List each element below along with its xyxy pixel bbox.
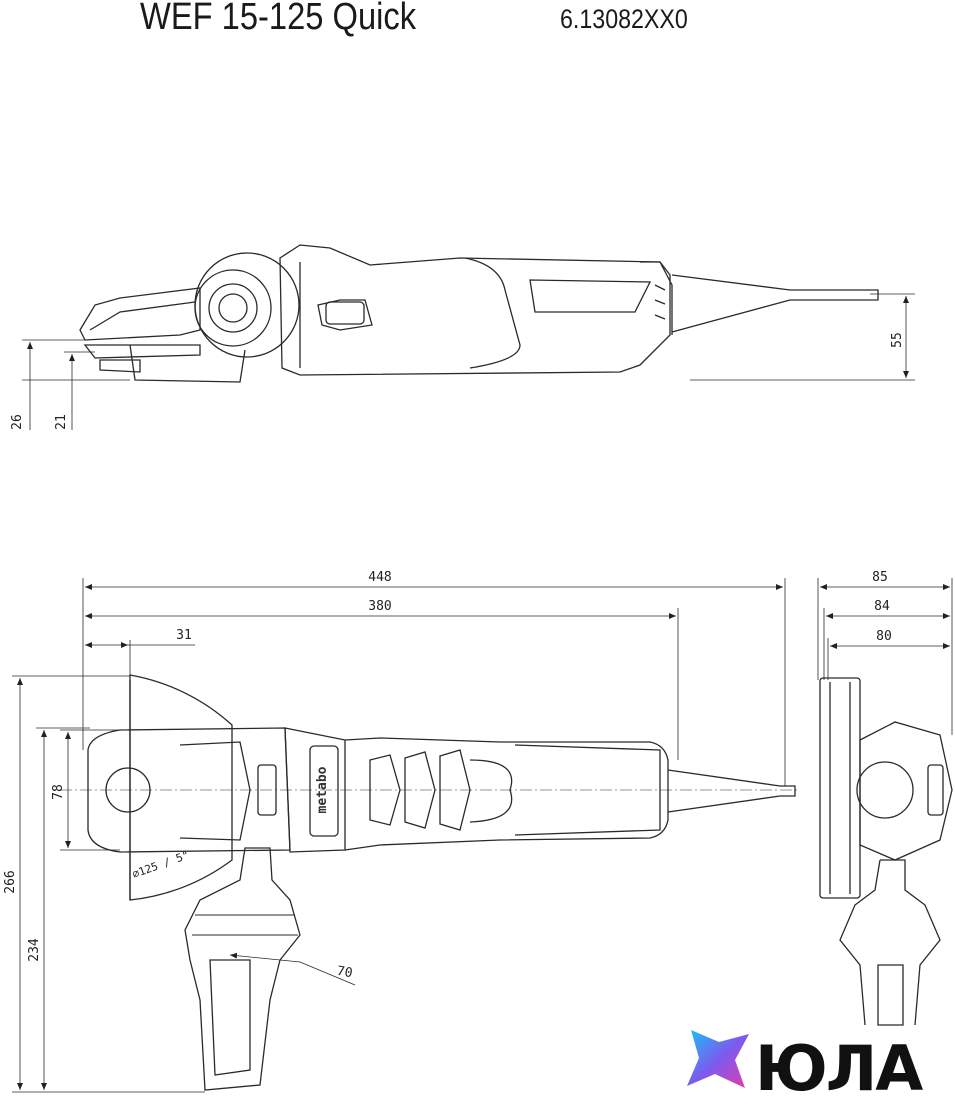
article-code: 6.13082XX0 bbox=[560, 4, 688, 34]
side-view bbox=[22, 244, 915, 430]
dim-front-width-c: 80 bbox=[876, 629, 892, 644]
dim-height-total: 266 bbox=[3, 870, 18, 893]
dim-side-left-b: 21 bbox=[54, 414, 69, 430]
dim-length-body: 380 bbox=[368, 599, 391, 614]
dim-front-width-a: 85 bbox=[872, 570, 888, 585]
top-view bbox=[12, 578, 800, 1093]
side-gear-housing bbox=[279, 244, 671, 376]
dim-side-height: 55 bbox=[890, 332, 905, 348]
dim-guard-offset: 31 bbox=[176, 628, 192, 643]
side-cable bbox=[671, 274, 879, 333]
watermark-star-icon bbox=[687, 1030, 749, 1088]
guard-diameter-label: ⌀125 / 5" bbox=[131, 848, 191, 881]
model-title: WEF 15-125 Quick bbox=[140, 0, 417, 38]
brand-label-top: metabo bbox=[315, 766, 330, 813]
side-guard bbox=[79, 287, 201, 341]
top-cable bbox=[667, 769, 796, 813]
dim-head-height: 78 bbox=[51, 784, 66, 800]
dim-height-handle: 234 bbox=[27, 938, 42, 962]
top-side-handle bbox=[184, 847, 301, 1091]
dim-side-left-a: 26 bbox=[10, 414, 25, 430]
dim-front-width-b: 84 bbox=[874, 599, 890, 614]
top-motor bbox=[344, 737, 669, 851]
dim-length-total: 448 bbox=[368, 570, 391, 585]
front-disc bbox=[819, 677, 861, 899]
dim-handle-offset: 70 bbox=[336, 964, 354, 981]
front-view bbox=[817, 578, 953, 1026]
top-guard bbox=[129, 674, 233, 901]
watermark-logo-text: ЮЛА bbox=[755, 1032, 923, 1105]
